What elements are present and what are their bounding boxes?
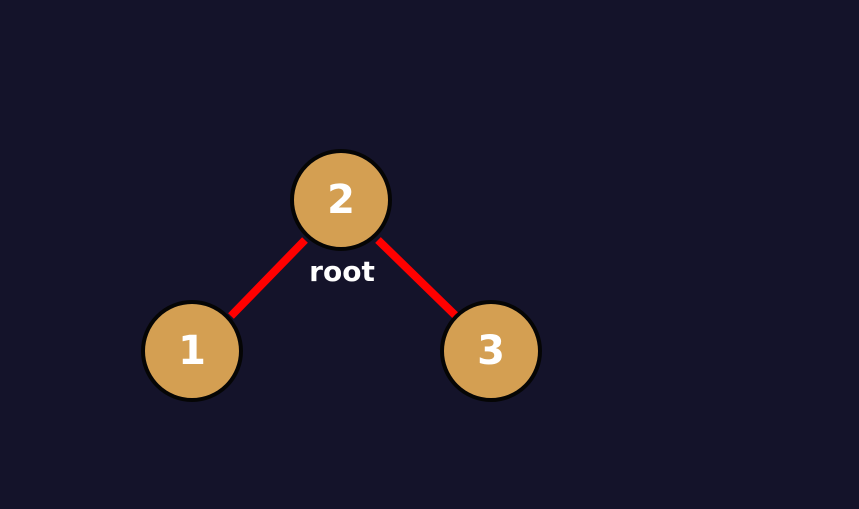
node-circle: [290, 149, 392, 251]
node-value: 2: [327, 177, 355, 223]
edge-root-to-left-child: [228, 237, 308, 319]
edge-root-to-right-child: [375, 237, 459, 319]
node-circle: [440, 300, 542, 402]
node-value: 3: [477, 328, 505, 374]
node-value: 1: [178, 328, 206, 374]
tree-node-root: 2: [290, 149, 392, 251]
tree-node-right-child: 3: [440, 300, 542, 402]
root-caption: root: [309, 255, 375, 288]
node-circle: [141, 300, 243, 402]
tree-node-left-child: 1: [141, 300, 243, 402]
